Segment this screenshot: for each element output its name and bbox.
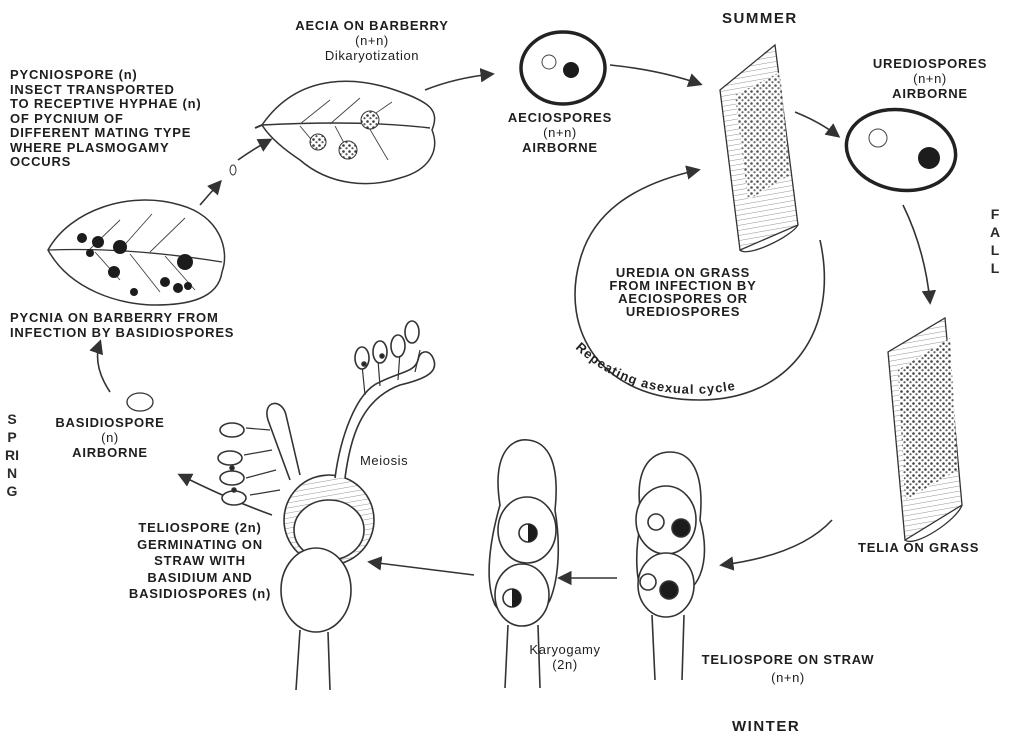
germinating-teliospore-icon [218,321,435,690]
arrow-karyogamy-to-germination [370,562,474,575]
arrow-pycnia-to-pycniospore [200,182,220,205]
pycniospore-icon [230,165,236,175]
uredia-label: UREDIA ON GRASS FROM INFECTION BY AECIOS… [588,266,778,318]
basidiospore-name: BASIDIOSPORE [50,415,170,430]
pycnia-label: PYCNIA ON BARBERRY FROM INFECTION BY BAS… [10,310,234,340]
basidiospore-label: BASIDIOSPORE (n) AIRBORNE [50,415,170,460]
urediospores-label: UREDIOSPORES (n+n) AIRBORNE [855,56,1005,101]
pycniospore-line: OCCURS [10,155,202,170]
urediospores-state: AIRBORNE [855,86,1005,101]
aeciospores-name: AECIOSPORES [500,110,620,125]
aecia-title: AECIA ON BARBERRY [272,18,472,33]
karyogamy-name: Karyogamy [515,642,615,657]
arrow-basidiospore-to-pycnia [98,342,110,392]
aecia-label: AECIA ON BARBERRY (n+n) Dikaryotization [272,18,472,63]
arrow-pycniospore-to-aecia [238,140,270,160]
urediospore-icon [840,101,962,199]
teliospore-germ-line: BASIDIUM AND [110,570,290,587]
teliospore-germ-line: STRAW WITH [110,553,290,570]
teliospore-germ-line: GERMINATING ON [110,537,290,554]
basidiospore-state: AIRBORNE [50,445,170,460]
teliospore-straw-label: TELIOSPORE ON STRAW (n+n) [668,652,908,685]
arrow-aeciospores-to-uredia [610,65,700,84]
pycniospore-line: OF PYCNIUM OF [10,112,202,127]
aeciospores-state: AIRBORNE [500,140,620,155]
pycniospore-line: INSECT TRANSPORTED [10,83,202,98]
telia-label: TELIA ON GRASS [858,540,979,555]
aecia-process: Dikaryotization [272,48,472,63]
basidiospore-icon [127,393,153,411]
teliospore-straw-name: TELIOSPORE ON STRAW [668,652,908,667]
pycniospore-line: DIFFERENT MATING TYPE [10,126,202,141]
uredia-grass-stem [720,45,798,252]
pycnia-line: INFECTION BY BASIDIOSPORES [10,325,234,340]
arrow-telia-to-teliospore [722,520,832,565]
karyogamy-ploidy: (2n) [515,657,615,672]
season-spring: SPRING [5,410,19,500]
season-summer: SUMMER [722,10,798,27]
urediospores-ploidy: (n+n) [855,71,1005,86]
pycnia-barberry-leaf [48,200,225,305]
aecia-barberry-leaf [262,81,435,183]
pycniospore-line: PYCNIOSPORE (n) [10,68,202,83]
pycniospore-line: TO RECEPTIVE HYPHAE (n) [10,97,202,112]
pycniospore-line: WHERE PLASMOGAMY [10,141,202,156]
pycniospore-label: PYCNIOSPORE (n) INSECT TRANSPORTED TO RE… [10,68,202,170]
basidiospore-ploidy: (n) [50,430,170,445]
arrow-aecia-to-aeciospores [425,74,492,90]
meiosis-label: Meiosis [360,453,408,468]
aecia-ploidy: (n+n) [272,33,472,48]
season-fall: FALL [988,205,1002,277]
teliospore-germ-line: BASIDIOSPORES (n) [110,586,290,603]
season-winter: WINTER [732,718,800,735]
teliospore-straw-ploidy: (n+n) [668,670,908,685]
pycnia-line: PYCNIA ON BARBERRY FROM [10,310,234,325]
teliospore-germ-line: TELIOSPORE (2n) [110,520,290,537]
urediospores-name: UREDIOSPORES [855,56,1005,71]
aeciospores-ploidy: (n+n) [500,125,620,140]
aeciospores-label: AECIOSPORES (n+n) AIRBORNE [500,110,620,155]
aeciospore-icon [521,32,605,104]
arrow-uredia-to-urediospores [795,112,838,136]
telia-grass-stem [888,318,962,541]
teliospore-germ-label: TELIOSPORE (2n) GERMINATING ON STRAW WIT… [110,520,290,603]
karyogamy-label: Karyogamy (2n) [515,642,615,672]
arrow-urediospores-to-telia [903,205,930,302]
repeating-cycle-label: Repeating asexual cycle [573,339,737,397]
uredia-line: UREDIOSPORES [588,305,778,318]
teliospore-straw-icon [636,452,705,680]
